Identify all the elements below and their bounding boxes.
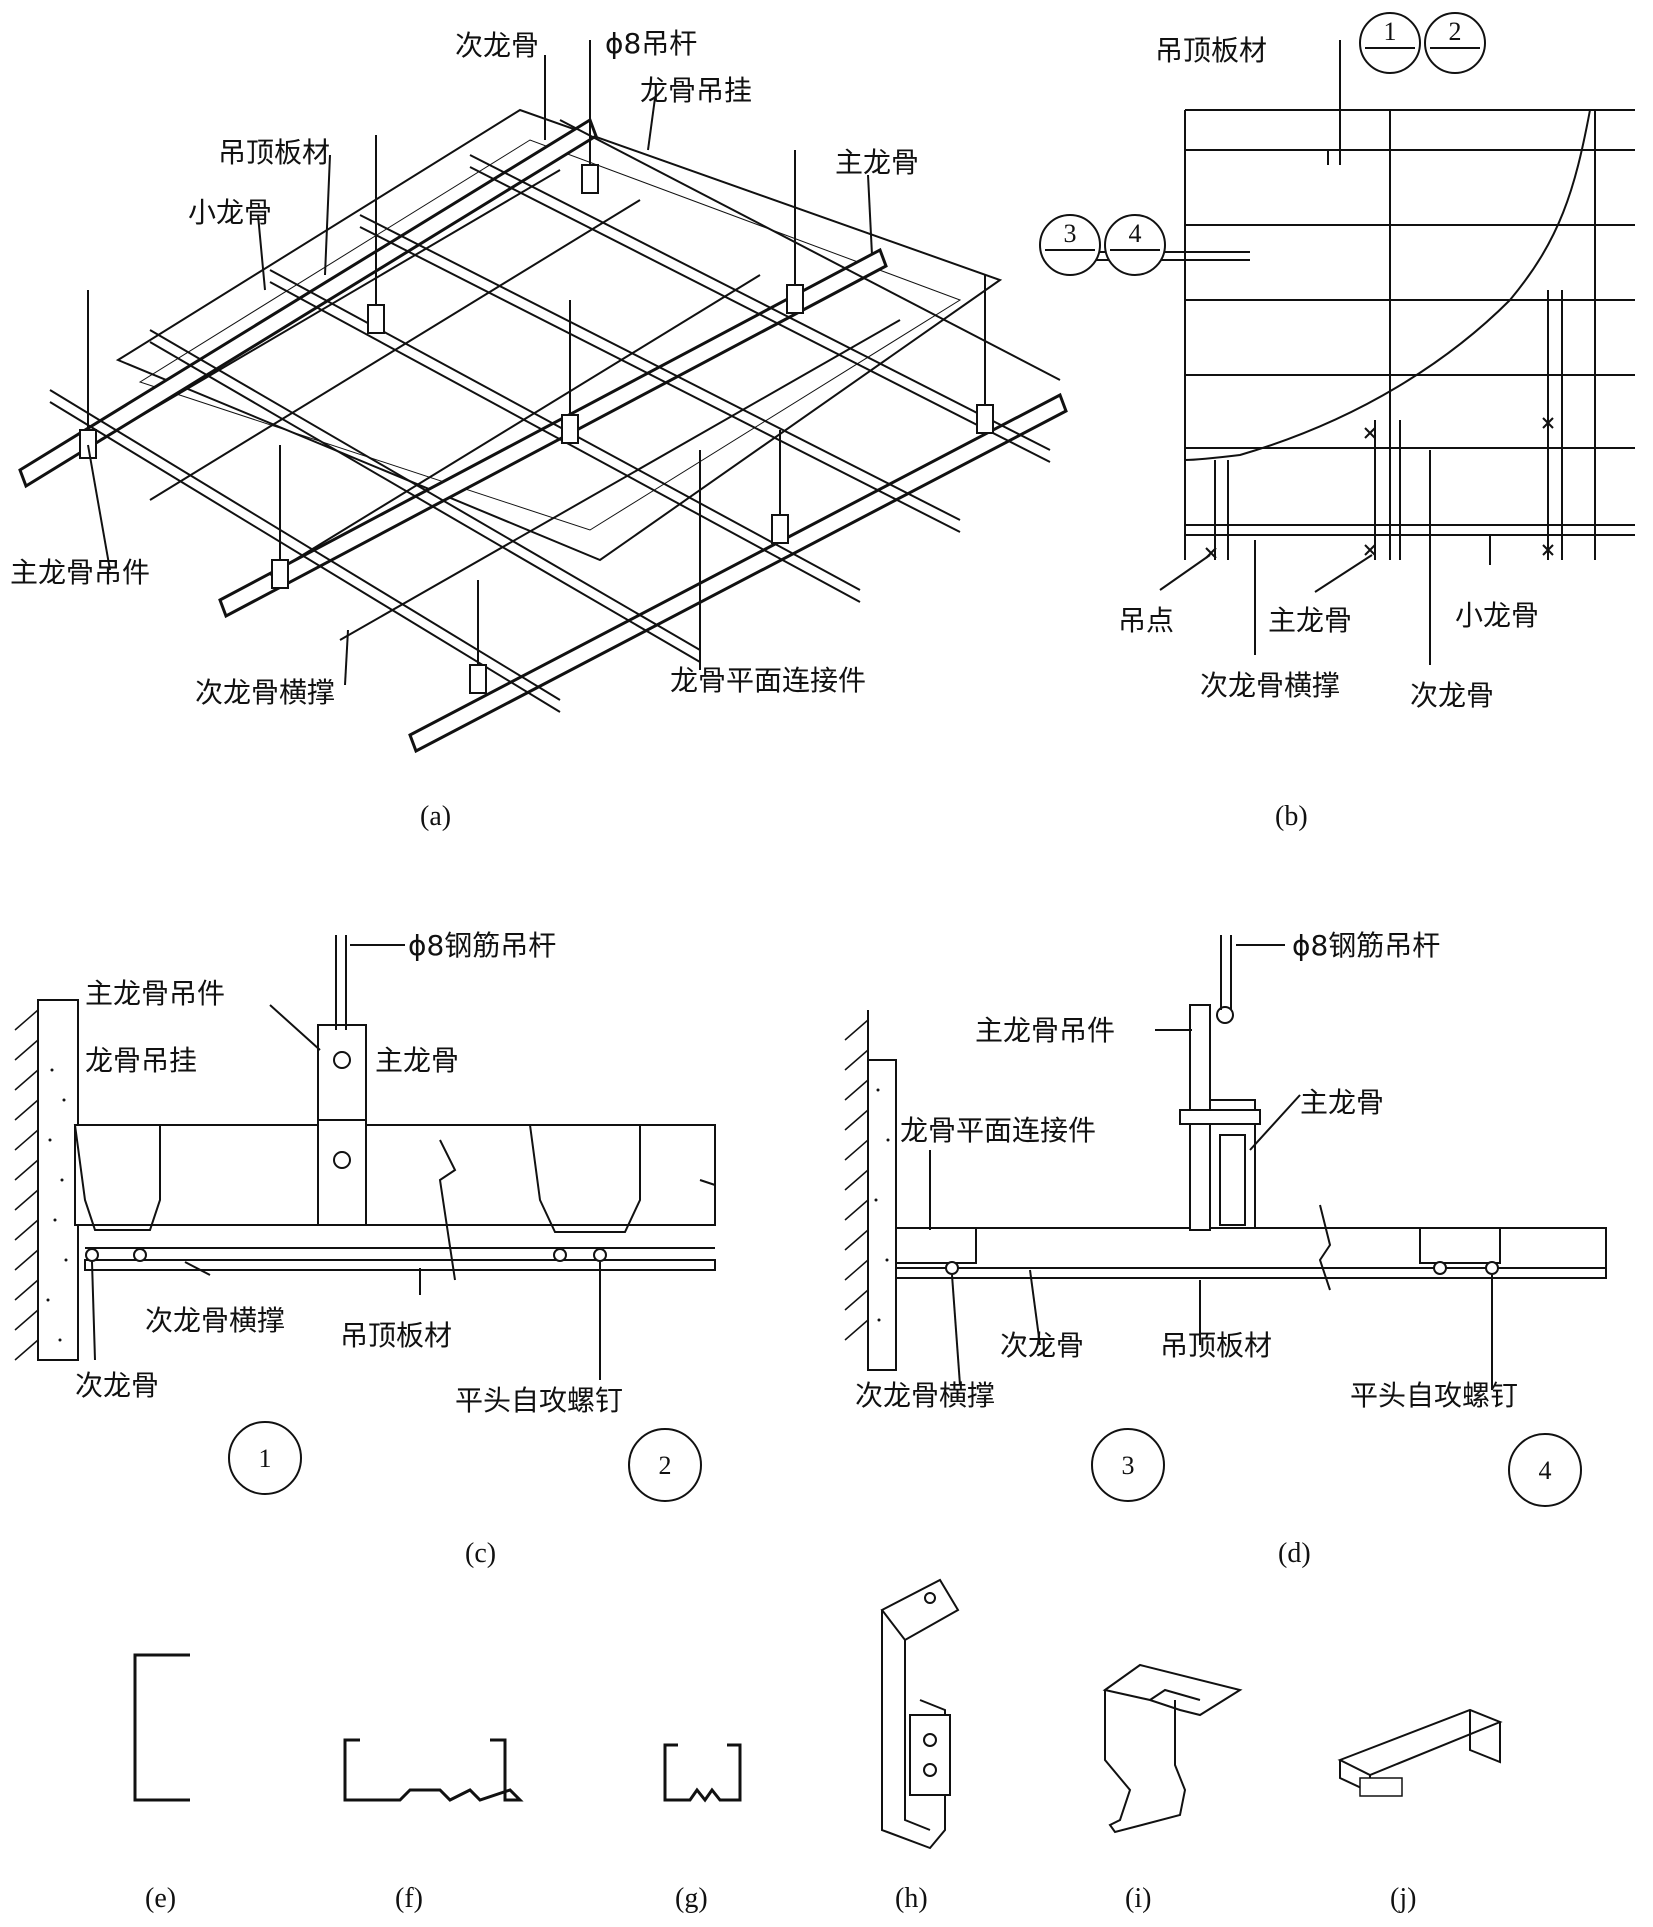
d-label-main-keel: 主龙骨 bbox=[1300, 1086, 1384, 1119]
b-mark-4: 4 bbox=[1129, 219, 1142, 248]
d-label-ceiling-board: 吊顶板材 bbox=[1160, 1329, 1272, 1362]
c-label-secondary-brace: 次龙骨横撑 bbox=[145, 1304, 285, 1337]
a-label-keel-hanger: 龙骨吊挂 bbox=[640, 74, 752, 107]
c-label-screw: 平头自攻螺钉 bbox=[455, 1384, 623, 1417]
b-label-main-keel: 主龙骨 bbox=[1268, 604, 1352, 637]
f-caption: (f) bbox=[395, 1883, 423, 1914]
b-label-hang-point: 吊点 bbox=[1118, 604, 1174, 637]
d-label-plane-connector: 龙骨平面连接件 bbox=[900, 1114, 1096, 1147]
panel-a-leaders bbox=[87, 45, 873, 686]
part-j-drawing bbox=[1337, 1708, 1503, 1797]
e-caption: (e) bbox=[145, 1883, 176, 1914]
a-label-main-keel: 主龙骨 bbox=[835, 146, 919, 179]
part-h-drawing bbox=[880, 1578, 960, 1850]
a-label-phi8-rod: ϕ8吊杆 bbox=[605, 27, 697, 60]
i-caption: (i) bbox=[1125, 1883, 1151, 1914]
b-label-secondary-brace: 次龙骨横撑 bbox=[1200, 669, 1340, 702]
panel-d-drawing bbox=[844, 935, 1607, 1507]
d-label-main-keel-hanger: 主龙骨吊件 bbox=[975, 1014, 1115, 1047]
a-label-plane-connector: 龙骨平面连接件 bbox=[670, 664, 866, 697]
a-label-main-keel-hanger: 主龙骨吊件 bbox=[10, 556, 150, 589]
b-label-small-keel: 小龙骨 bbox=[1455, 599, 1539, 632]
b-mark-3: 3 bbox=[1064, 219, 1077, 248]
c-label-keel-hanger: 龙骨吊挂 bbox=[85, 1044, 197, 1077]
j-caption: (j) bbox=[1390, 1883, 1416, 1914]
b-mark-2: 2 bbox=[1449, 17, 1462, 46]
h-caption: (h) bbox=[895, 1883, 928, 1914]
c-label-ceiling-board: 吊顶板材 bbox=[340, 1319, 452, 1352]
part-e-drawing bbox=[133, 1653, 190, 1802]
c-detail-2: 2 bbox=[659, 1451, 672, 1480]
part-g-drawing bbox=[663, 1743, 742, 1803]
g-caption: (g) bbox=[675, 1883, 708, 1914]
a-label-secondary-brace: 次龙骨横撑 bbox=[195, 676, 335, 709]
panel-a-drawing bbox=[18, 40, 1068, 754]
b-label-ceiling-board: 吊顶板材 bbox=[1155, 34, 1267, 67]
panel-b-drawing bbox=[1039, 12, 1635, 665]
part-f-drawing bbox=[343, 1738, 524, 1802]
d-detail-3: 3 bbox=[1122, 1451, 1135, 1480]
b-label-secondary-keel: 次龙骨 bbox=[1410, 679, 1494, 712]
c-label-secondary-keel: 次龙骨 bbox=[75, 1369, 159, 1402]
d-label-secondary-keel: 次龙骨 bbox=[1000, 1329, 1084, 1362]
a-label-small-keel: 小龙骨 bbox=[188, 196, 272, 229]
panel-c-drawing bbox=[14, 935, 716, 1502]
d-label-screw: 平头自攻螺钉 bbox=[1350, 1379, 1518, 1412]
b-caption: (b) bbox=[1275, 801, 1308, 832]
b-mark-1: 1 bbox=[1384, 17, 1397, 46]
d-label-secondary-brace: 次龙骨横撑 bbox=[855, 1379, 995, 1412]
c-detail-1: 1 bbox=[259, 1444, 272, 1473]
c-caption: (c) bbox=[465, 1538, 496, 1569]
d-detail-4: 4 bbox=[1539, 1456, 1552, 1485]
c-label-main-keel: 主龙骨 bbox=[375, 1044, 459, 1077]
a-caption: (a) bbox=[420, 801, 451, 832]
c-label-phi8-steel-rod: ϕ8钢筋吊杆 bbox=[408, 929, 556, 962]
a-label-secondary-keel: 次龙骨 bbox=[455, 29, 539, 62]
d-caption: (d) bbox=[1278, 1538, 1311, 1569]
part-i-drawing bbox=[1102, 1663, 1243, 1834]
c-label-main-keel-hanger: 主龙骨吊件 bbox=[85, 977, 225, 1010]
d-label-phi8-steel-rod: ϕ8钢筋吊杆 bbox=[1292, 929, 1440, 962]
a-label-ceiling-board: 吊顶板材 bbox=[218, 136, 330, 169]
